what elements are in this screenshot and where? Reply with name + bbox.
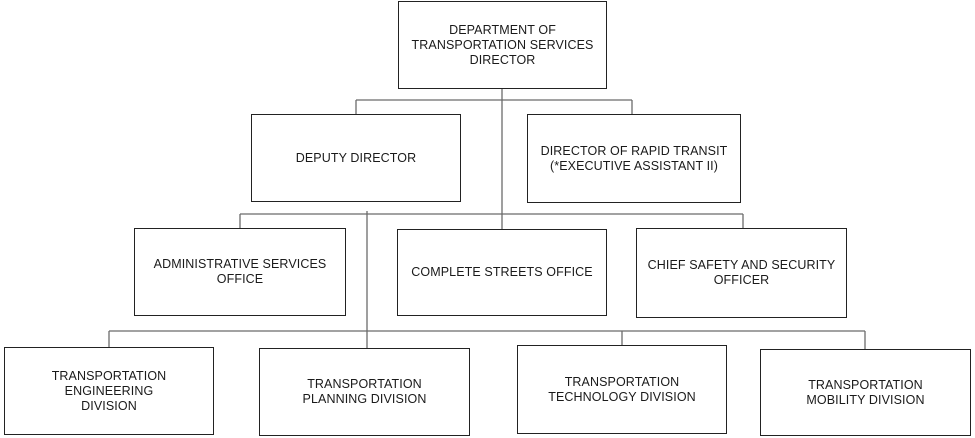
engineering-division-box: TRANSPORTATION ENGINEERING DIVISION: [4, 347, 214, 435]
planning-division-box: TRANSPORTATION PLANNING DIVISION: [259, 348, 470, 436]
chief-safety-box: CHIEF SAFETY AND SECURITY OFFICER: [636, 228, 847, 318]
director-label: DEPARTMENT OF TRANSPORTATION SERVICES DI…: [411, 22, 594, 67]
complete-streets-box: COMPLETE STREETS OFFICE: [397, 229, 607, 316]
complete-streets-label: COMPLETE STREETS OFFICE: [411, 265, 593, 279]
chief-safety-label: CHIEF SAFETY AND SECURITY OFFICER: [647, 258, 836, 287]
admin-services-box: ADMINISTRATIVE SERVICES OFFICE: [134, 228, 346, 316]
deputy-director-label: DEPUTY DIRECTOR: [295, 150, 417, 165]
director-box: DEPARTMENT OF TRANSPORTATION SERVICES DI…: [398, 1, 607, 89]
engineering-division-label: TRANSPORTATION ENGINEERING DIVISION: [51, 368, 167, 413]
technology-division-box: TRANSPORTATION TECHNOLOGY DIVISION: [517, 345, 727, 434]
technology-division-label: TRANSPORTATION TECHNOLOGY DIVISION: [548, 374, 696, 404]
rapid-transit-label: DIRECTOR OF RAPID TRANSIT (*EXECUTIVE AS…: [540, 143, 728, 173]
mobility-division-box: TRANSPORTATION MOBILITY DIVISION: [760, 349, 971, 436]
planning-division-label: TRANSPORTATION PLANNING DIVISION: [302, 377, 427, 406]
rapid-transit-box: DIRECTOR OF RAPID TRANSIT (*EXECUTIVE AS…: [527, 114, 741, 203]
deputy-director-box: DEPUTY DIRECTOR: [251, 114, 461, 202]
admin-services-label: ADMINISTRATIVE SERVICES OFFICE: [153, 257, 327, 286]
mobility-division-label: TRANSPORTATION MOBILITY DIVISION: [806, 377, 925, 407]
